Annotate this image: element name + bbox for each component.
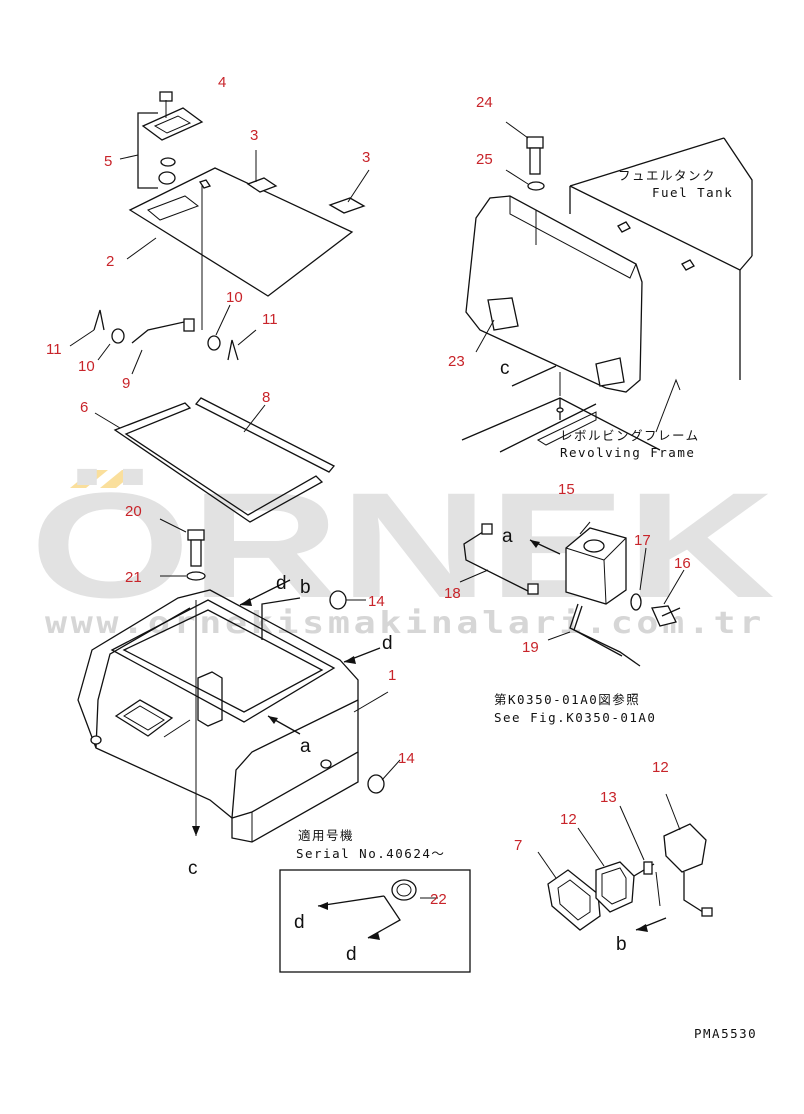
see-fig-label-en: See Fig.K0350-01A0	[494, 710, 656, 725]
cotter-pin	[227, 339, 239, 361]
part-number-10: 10	[78, 358, 95, 375]
part-number-4: 4	[218, 74, 226, 91]
connection-letter-c: c	[500, 358, 510, 379]
fuel-tank-label-en: Fuel Tank	[652, 185, 733, 200]
lock-nut	[158, 171, 176, 185]
part-number-24: 24	[476, 94, 493, 111]
connection-letter-c: c	[188, 858, 198, 879]
connection-letter-b: b	[616, 934, 627, 955]
revolving-frame-label-jp: レボルビングフレーム	[560, 428, 700, 443]
part-number-22: 22	[430, 891, 447, 908]
part-number-13: 13	[600, 789, 617, 806]
fuel-tank-label-jp: フュエルタンク	[618, 168, 716, 183]
cap-screw	[159, 91, 173, 102]
watermark-url: www.ornekismakinalari.com.tr	[45, 606, 765, 641]
part-number-14: 14	[368, 593, 385, 610]
washer	[207, 335, 221, 351]
work-lamp	[595, 861, 635, 913]
washer-hose	[463, 529, 531, 593]
connection-letter-a: a	[300, 736, 311, 757]
part-numbers: 4 3 3 5 2 10 11 11 10 9 6 8 20 21 14 1 1…	[46, 74, 691, 908]
part-number-5: 5	[104, 153, 112, 170]
gasket-group	[94, 397, 336, 523]
fuel-tank-group	[461, 121, 753, 453]
part-number-1: 1	[388, 667, 396, 684]
grommet	[329, 590, 347, 610]
bolt	[190, 539, 202, 567]
part-number-12: 12	[652, 759, 669, 776]
washer-tank	[565, 527, 627, 605]
connection-letter-a: a	[502, 526, 513, 547]
part-number-15: 15	[558, 481, 575, 498]
part-number-17: 17	[634, 532, 651, 549]
drawing-code: PMA5530	[694, 1026, 757, 1041]
part-number-6: 6	[80, 399, 88, 416]
lamp-group	[537, 793, 713, 932]
fuel-tank-box	[465, 195, 643, 393]
watermark: ÖRNEK www.ornekismakinalari.com.tr	[30, 461, 775, 641]
part-number-9: 9	[122, 375, 130, 392]
watermark-brand: ÖRNEK	[30, 461, 775, 629]
part-number-8: 8	[262, 389, 270, 406]
lock-plate	[141, 107, 204, 141]
serial-inset-frame	[279, 869, 471, 973]
cover-plate-group	[69, 91, 370, 375]
cover-plate	[128, 167, 354, 297]
spring-washer	[160, 157, 176, 167]
connection-letter-d: d	[276, 573, 287, 594]
part-number-16: 16	[674, 555, 691, 572]
see-fig-label-jp: 第K0350-01A0図参照	[494, 692, 640, 707]
serial-label-jp: 適用号機	[298, 828, 354, 843]
part-number-20: 20	[125, 503, 142, 520]
lock-rod	[131, 321, 193, 344]
label-sticker	[246, 177, 278, 193]
battery-box-group	[77, 518, 401, 843]
seal-strip	[194, 397, 336, 473]
gasket	[113, 402, 324, 523]
part-number-11: 11	[46, 341, 62, 358]
revolving-frame-label-en: Revolving Frame	[560, 445, 695, 460]
part-number-25: 25	[476, 151, 493, 168]
grommet	[367, 774, 385, 794]
part-number-23: 23	[448, 353, 465, 370]
part-number-18: 18	[444, 585, 461, 602]
connection-letter-d: d	[382, 633, 393, 654]
washer	[186, 571, 206, 581]
lamp-gasket	[547, 869, 601, 931]
part-number-21: 21	[125, 569, 142, 586]
box-handle[interactable]	[114, 699, 174, 737]
label-sticker	[328, 197, 366, 214]
part-number-3: 3	[362, 149, 370, 166]
connection-letter-d: d	[346, 944, 357, 965]
cotter-pin	[93, 309, 105, 331]
washer-tank-group	[459, 521, 685, 667]
washer-tank-cap	[583, 539, 605, 553]
part-number-19: 19	[522, 639, 539, 656]
part-number-2: 2	[106, 253, 114, 270]
connection-letter-d: d	[294, 912, 305, 933]
part-number-3: 3	[250, 127, 258, 144]
connection-letter-b: b	[300, 577, 311, 598]
part-number-12: 12	[560, 811, 577, 828]
text-labels: フュエルタンク Fuel Tank レボルビングフレーム Revolving F…	[296, 168, 757, 1041]
part-number-11: 11	[262, 311, 278, 328]
part-number-14: 14	[398, 750, 415, 767]
washer	[111, 328, 125, 344]
washer	[630, 593, 642, 611]
bolt-head	[187, 529, 205, 541]
part-number-7: 7	[514, 837, 522, 854]
battery-box	[77, 589, 359, 819]
serial-inset	[279, 869, 471, 973]
connection-letters: d b d a c c a b d d	[188, 358, 627, 965]
grommet-ring	[391, 879, 417, 901]
serial-label-en: Serial No.40624～	[296, 846, 445, 861]
part-number-10: 10	[226, 289, 243, 306]
washer-hose	[569, 603, 641, 667]
work-lamp	[663, 823, 707, 873]
